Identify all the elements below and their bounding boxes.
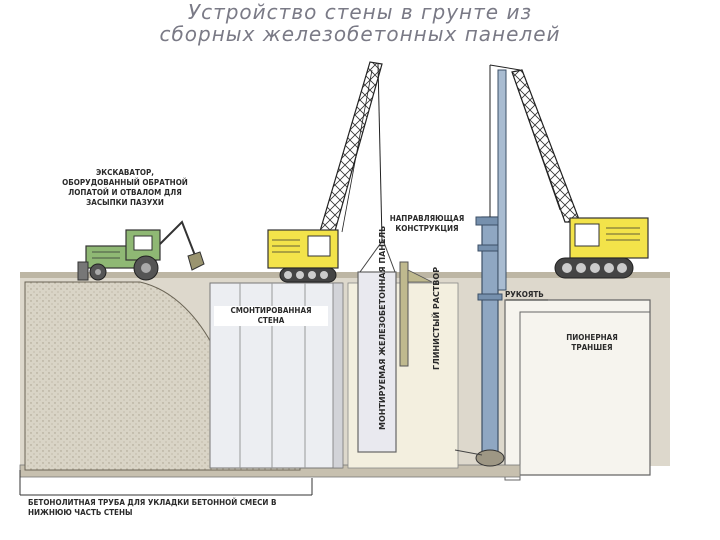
- handle-rod: [497, 69, 507, 291]
- left-crane: [267, 61, 383, 283]
- label-handle: Рукоять: [505, 290, 544, 299]
- diagram-title-line-1: Устройство стены в грунте из: [187, 0, 533, 24]
- concrete-pipe: [481, 216, 499, 463]
- ground-surface: [20, 272, 670, 278]
- label-mounted-wall: Смонтированная стена: [214, 306, 328, 326]
- right-crane: [489, 64, 649, 279]
- label-excavator: Экскаватор, оборудованный обратной лопат…: [58, 168, 192, 208]
- label-concrete-pipe: Бетонолитная труба для укладки бетонной …: [26, 498, 314, 518]
- excavator: [77, 220, 205, 281]
- label-installing-panel: Монтируемая железобетонная панель: [378, 225, 387, 430]
- pipe-bucket: [475, 449, 505, 467]
- label-guide-structure: Направляющая конструкция: [384, 214, 470, 234]
- installing-panel: [357, 271, 397, 453]
- trench-rim: [504, 300, 650, 481]
- guide-structure: [399, 261, 409, 367]
- panel-slings: [359, 238, 396, 273]
- label-pioneer-trench: Пионерная траншея: [566, 333, 618, 352]
- diagram-title-line-2: сборных железобетонных панелей: [159, 22, 561, 46]
- pioneer-trench: [504, 299, 651, 476]
- label-clay-mortar: Глинистый раствор: [432, 266, 441, 370]
